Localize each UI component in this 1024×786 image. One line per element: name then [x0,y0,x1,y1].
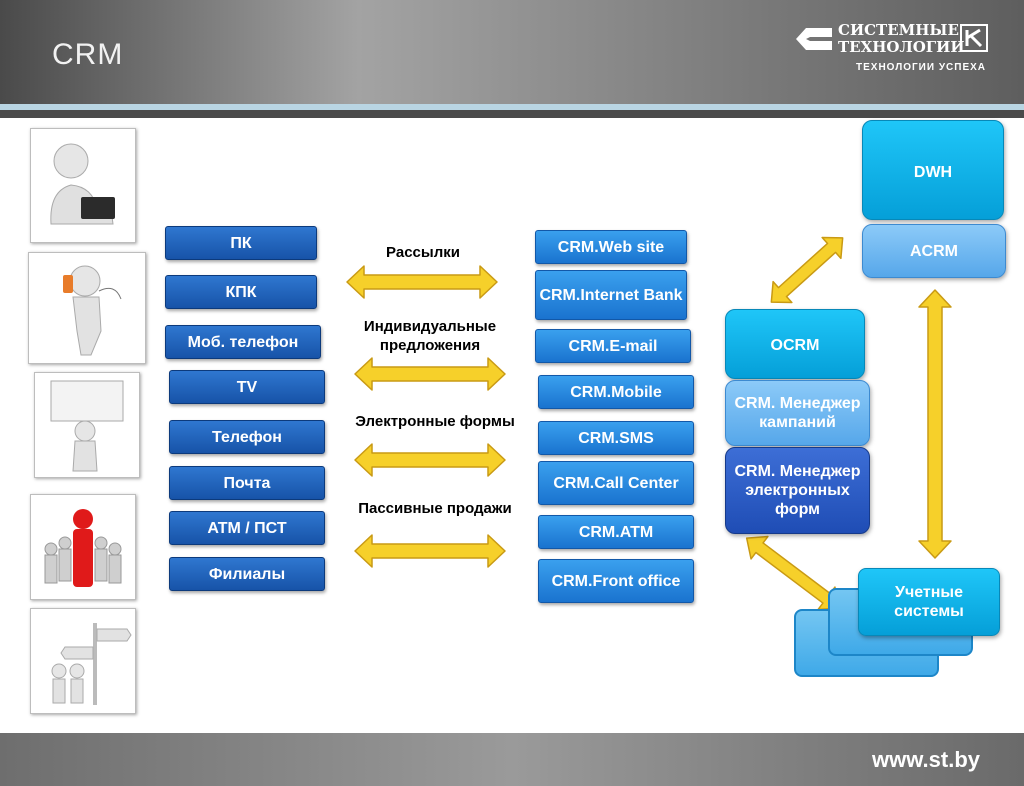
arrow-passive-sales [354,534,506,568]
label-mailings: Рассылки [386,244,460,261]
label-electronic-forms: Электронные формы [355,413,515,430]
channel-telephone[interactable]: Телефон [169,420,325,454]
leader-crowd-picture [30,494,136,600]
module-front-office[interactable]: CRM.Front office [538,559,694,603]
module-mobile[interactable]: CRM.Mobile [538,375,694,409]
module-atm[interactable]: CRM.ATM [538,515,694,549]
logo-box-icon [960,24,988,52]
acrm-box[interactable]: ACRM [862,224,1006,278]
header-band-dark [0,110,1024,118]
website-link[interactable]: www.st.by [872,747,980,772]
page-title: CRM [52,38,124,71]
channel-mobile-phone[interactable]: Моб. телефон [165,325,321,359]
dwh-box[interactable]: DWH [862,120,1004,220]
module-email[interactable]: CRM.E-mail [535,329,691,363]
module-sms[interactable]: CRM.SMS [538,421,694,455]
logo-mark-icon [796,28,832,50]
module-internet-bank[interactable]: CRM.Internet Bank [535,270,687,320]
label-passive-sales: Пассивные продажи [358,500,512,517]
accounting-systems-box[interactable]: Учетные системы [858,568,1000,636]
channel-branches[interactable]: Филиалы [169,557,325,591]
arrow-dwh-ocrm [770,236,844,304]
module-web-site[interactable]: CRM.Web site [535,230,687,264]
eforms-manager-box[interactable]: CRM. Менеджер электронных форм [725,447,870,534]
channel-atm[interactable]: ATM / ПСТ [169,511,325,545]
label-individual-offers: Индивидуальные предложения [363,318,497,354]
channel-pc[interactable]: ПК [165,226,317,260]
person-laptop-picture [30,128,136,243]
header-bar: CRM СИСТЕМНЫЕ ТЕХНОЛОГИИ ТЕХНОЛОГИИ УСПЕ… [0,0,1024,104]
person-phone-picture [28,252,146,364]
channel-tv[interactable]: TV [169,370,325,404]
campaign-manager-box[interactable]: CRM. Менеджер кампаний [725,380,870,446]
logo-line-1: СИСТЕМНЫЕ [838,21,959,39]
footer-bar: www.st.by [0,733,1024,786]
logo-text: СИСТЕМНЫЕ ТЕХНОЛОГИИ [838,22,965,56]
arrow-mailings [346,265,498,299]
module-call-center[interactable]: CRM.Call Center [538,461,694,505]
company-logo: СИСТЕМНЫЕ ТЕХНОЛОГИИ ТЕХНОЛОГИИ УСПЕХА [794,22,994,78]
arrow-offers [354,357,506,391]
ocrm-box[interactable]: OCRM [725,309,865,379]
channel-pda[interactable]: КПК [165,275,317,309]
signpost-people-picture [30,608,136,714]
header-band-light [0,104,1024,110]
arrow-acrm-accounting [918,289,952,559]
channel-mail[interactable]: Почта [169,466,325,500]
logo-line-2: ТЕХНОЛОГИИ [838,38,965,56]
logo-tagline: ТЕХНОЛОГИИ УСПЕХА [856,62,987,73]
person-sign-picture [34,372,140,478]
arrow-forms [354,443,506,477]
